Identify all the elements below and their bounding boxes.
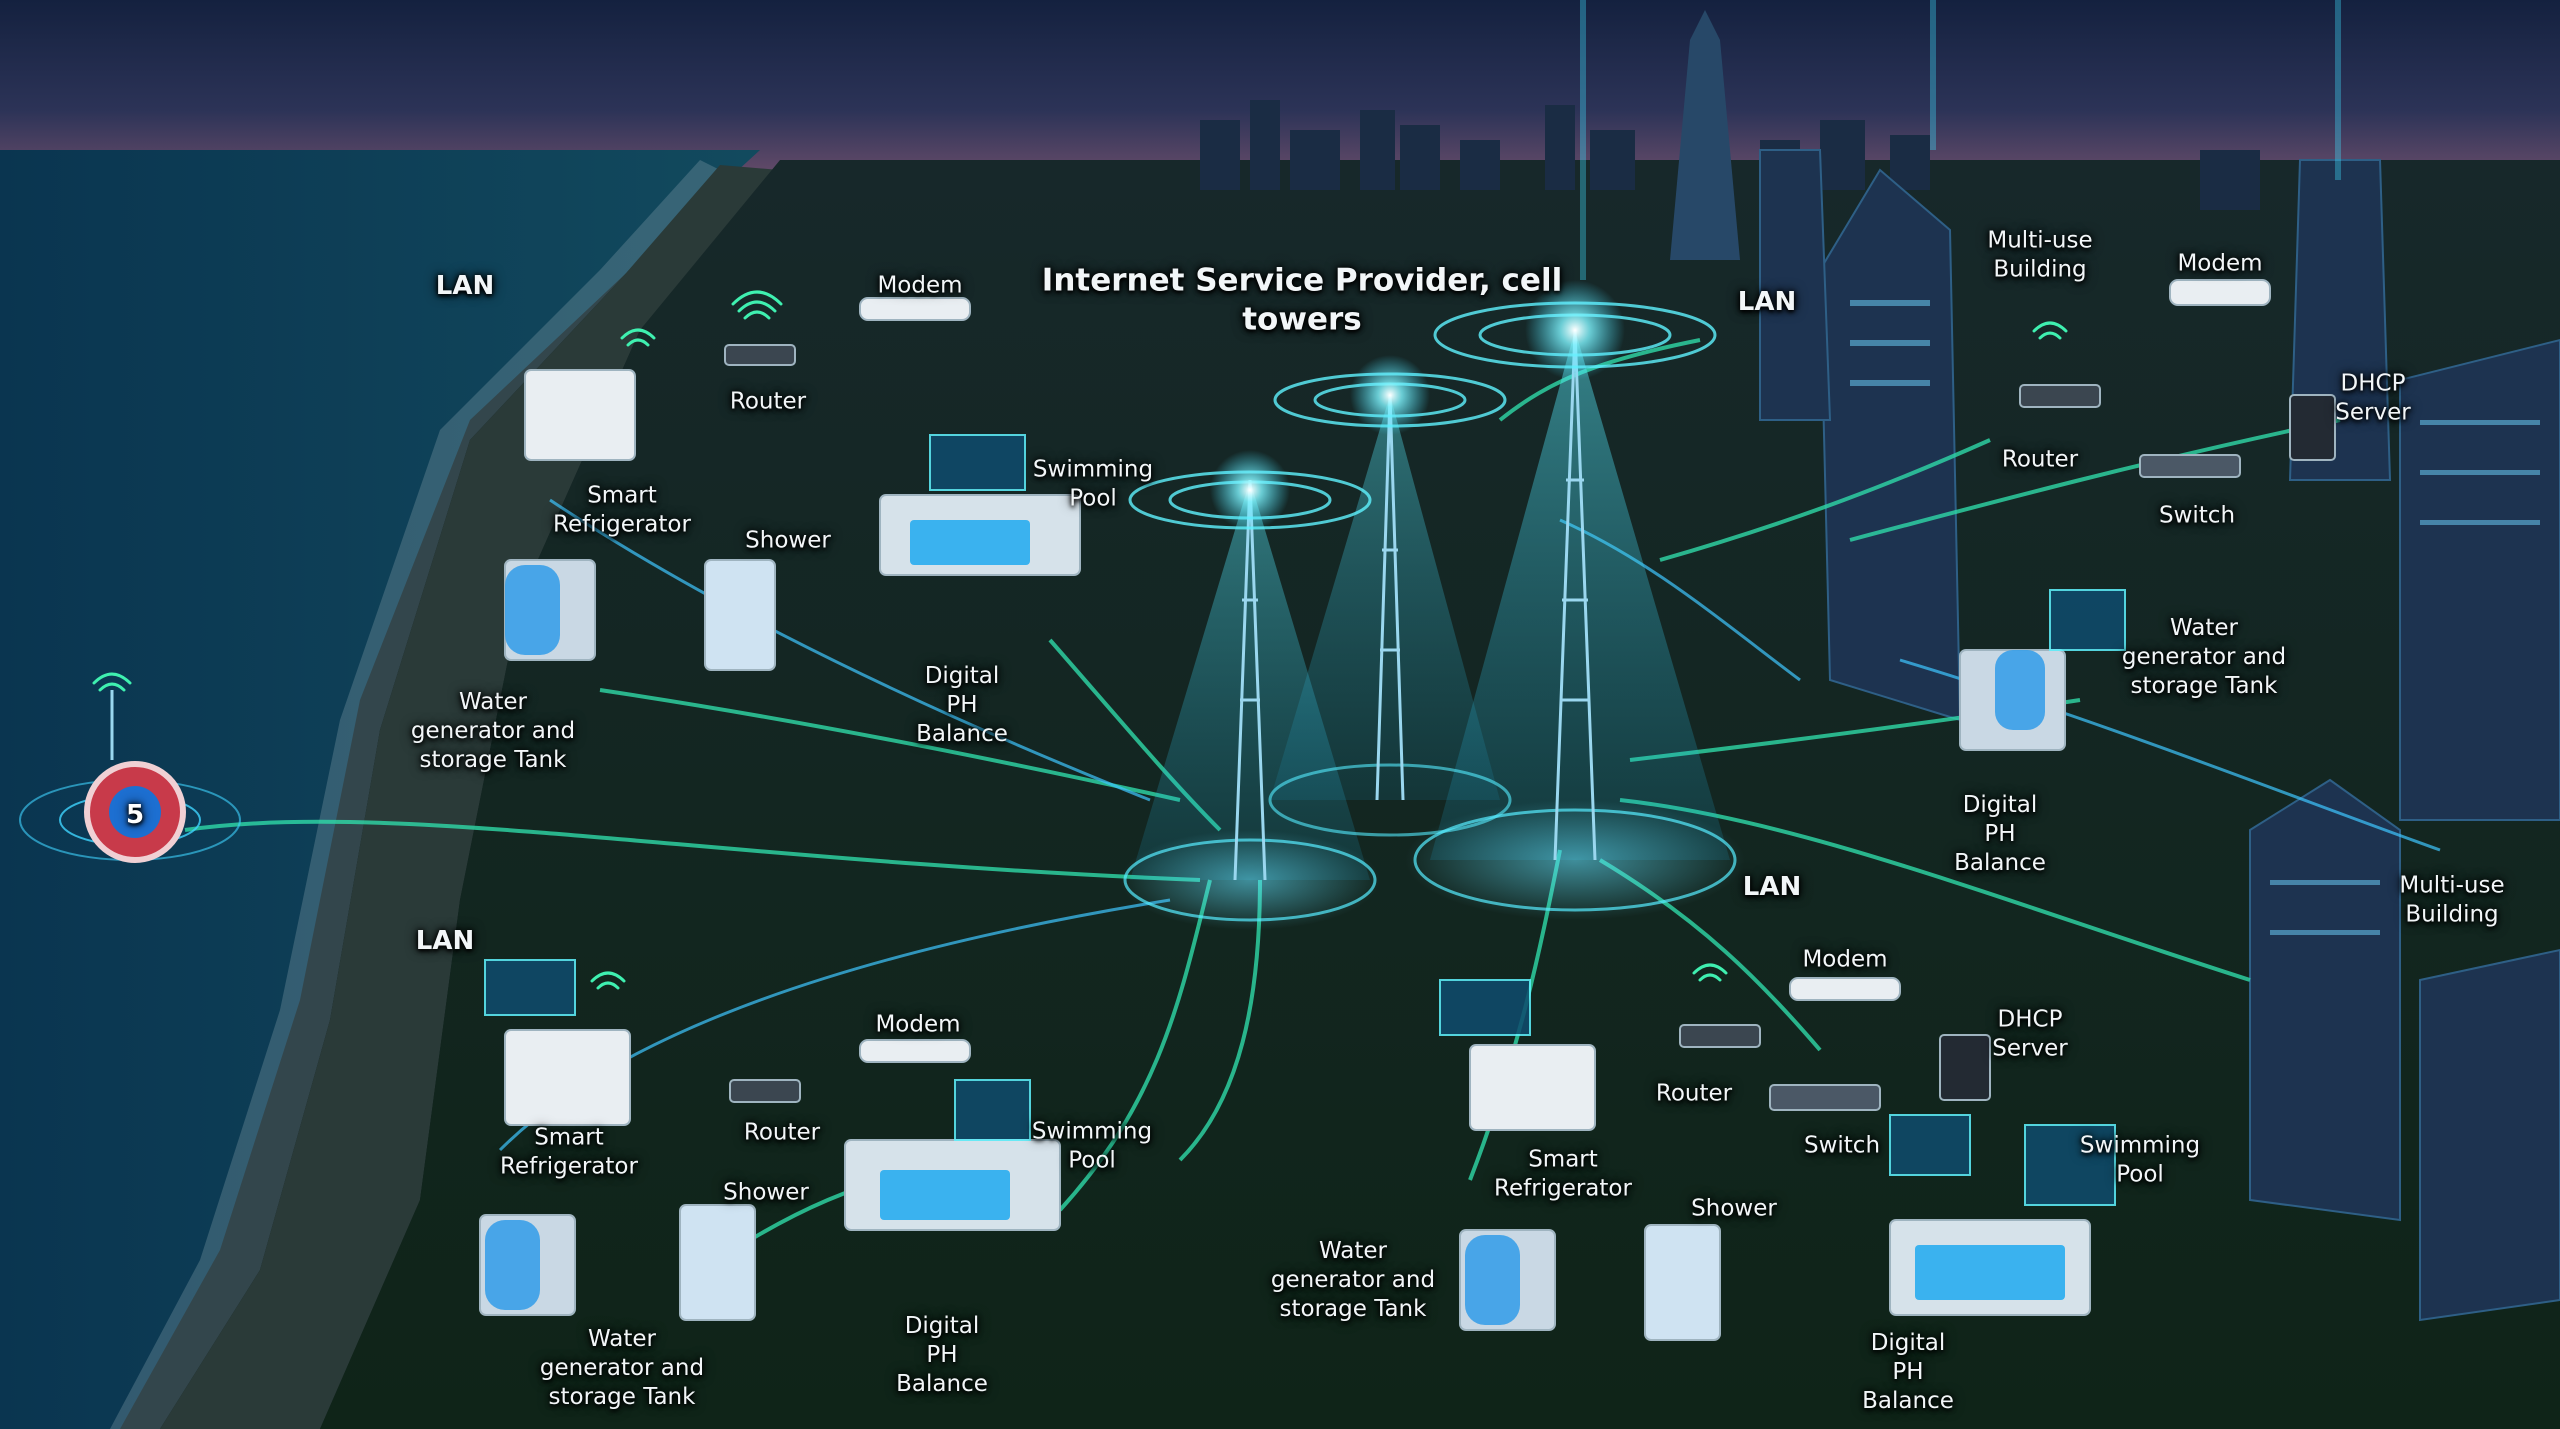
modem-label-bottom-right: Modem [1802, 946, 1888, 973]
digital-ph-label-top-right: Digital PH Balance [1954, 791, 2046, 876]
buoy-group [19, 690, 241, 863]
dhcp-label-top-right: DHCP Server [2335, 370, 2411, 425]
lan-label-top-right: LAN [1737, 286, 1797, 317]
swimming-pool-label-bottom-left: Swimming Pool [1031, 1118, 1153, 1173]
multi-use-building-label-right: Multi-use Building [2399, 872, 2505, 927]
digital-ph-label-bottom-left: Digital PH Balance [896, 1312, 988, 1397]
water-tank-label-bottom-left: Water generator and storage Tank [539, 1325, 705, 1410]
shower-label-top-left: Shower [745, 527, 831, 554]
router-label-top-right: Router [2001, 446, 2079, 473]
modem-label-top-left: Modem [877, 272, 963, 299]
lan-label-bottom-right: LAN [1742, 871, 1802, 902]
router-label-bottom-right: Router [1655, 1080, 1733, 1107]
water-tank-label-top-left: Water generator and storage Tank [410, 688, 576, 773]
buoy-badge: 5 [125, 799, 145, 830]
router-label-top-left: Router [729, 388, 807, 415]
smart-refrigerator-label-bottom-right: Smart Refrigerator [1494, 1146, 1632, 1201]
multi-use-building-label-top: Multi-use Building [1987, 227, 2093, 282]
swimming-pool-label-top-left: Swimming Pool [1032, 456, 1154, 511]
smart-refrigerator-label-bottom-left: Smart Refrigerator [500, 1124, 638, 1179]
switch-label-top-right: Switch [2158, 502, 2236, 529]
water-tank-label-bottom-right: Water generator and storage Tank [1270, 1237, 1436, 1322]
dhcp-label-bottom-right: DHCP Server [1992, 1006, 2068, 1061]
lan-label-top-left: LAN [435, 270, 495, 301]
swimming-pool-label-bottom-right: Swimming Pool [2079, 1132, 2201, 1187]
digital-ph-label-top-left: Digital PH Balance [916, 662, 1008, 747]
isp-label: Internet Service Provider, cell towers [1041, 262, 1563, 337]
shower-label-bottom-left: Shower [723, 1179, 809, 1206]
modem-label-top-right: Modem [2177, 250, 2263, 277]
modem-label-bottom-left: Modem [875, 1011, 961, 1038]
lan-label-bottom-left: LAN [415, 925, 475, 956]
water-tank-label-top-right: Water generator and storage Tank [2121, 614, 2287, 699]
digital-ph-label-bottom-right: Digital PH Balance [1862, 1329, 1954, 1414]
shower-label-bottom-right: Shower [1691, 1195, 1777, 1222]
router-label-bottom-left: Router [743, 1119, 821, 1146]
switch-label-bottom-right: Switch [1803, 1132, 1881, 1159]
smart-refrigerator-label-top-left: Smart Refrigerator [553, 482, 691, 537]
